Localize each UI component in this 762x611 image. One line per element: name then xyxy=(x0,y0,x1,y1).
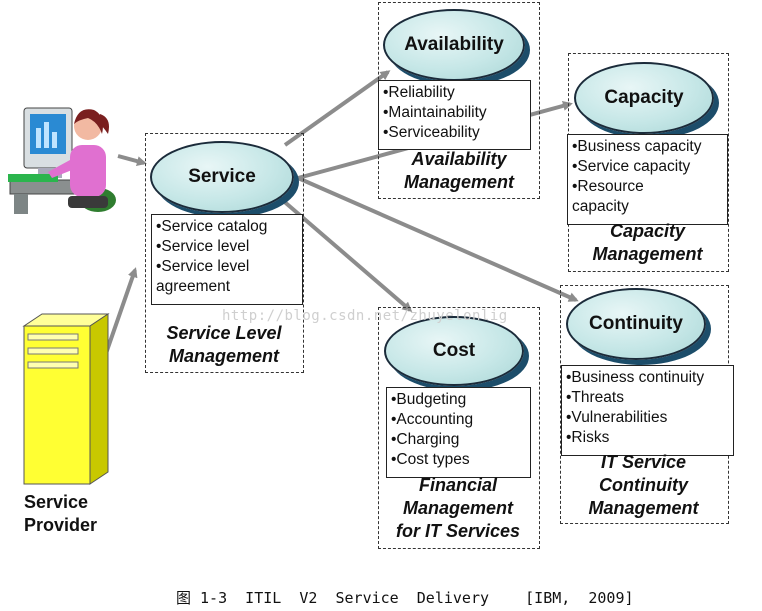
list-item: •Charging xyxy=(391,431,460,448)
list-item: •Service catalog xyxy=(156,218,268,235)
financial-management-caption: Financial Management for IT Services xyxy=(395,475,521,541)
arrow-service-to-continuity xyxy=(297,176,579,302)
list-item: •Cost types xyxy=(391,451,470,468)
continuity-ellipse-label: Continuity xyxy=(589,313,683,334)
availability-items-list: •Reliability •Maintainability •Serviceab… xyxy=(378,80,531,150)
availability-ellipse-label: Availability xyxy=(404,34,504,55)
cost-ellipse: Cost xyxy=(384,316,524,386)
capacity-management-caption: Capacity Management xyxy=(592,221,703,264)
availability-ellipse: Availability xyxy=(383,9,525,81)
sla-management-caption: Service Level Management xyxy=(166,323,282,366)
sla-management-box xyxy=(145,133,304,373)
capacity-items-list: •Business capacity •Service capacity •Re… xyxy=(567,134,728,225)
capacity-ellipse: Capacity xyxy=(574,62,714,134)
capacity-ellipse-label: Capacity xyxy=(604,87,684,108)
list-item: •Resource xyxy=(572,178,644,195)
user-at-computer-icon xyxy=(8,100,120,215)
continuity-management-caption: IT Service Continuity Management xyxy=(588,452,699,518)
list-item: •Business capacity xyxy=(572,138,702,155)
list-item: •Service level xyxy=(156,258,250,275)
service-provider-label: Service Provider xyxy=(24,492,98,535)
cost-ellipse-label: Cost xyxy=(432,340,476,361)
list-item: •Threats xyxy=(566,389,624,406)
figure-caption: 图 1-3 ITIL V2 Service Delivery [IBM, 200… xyxy=(176,589,634,607)
list-item: •Serviceability xyxy=(383,124,480,141)
service-items-list: •Service catalog •Service level •Service… xyxy=(151,214,303,305)
continuity-items-list: •Business continuity •Threats •Vulnerabi… xyxy=(561,365,734,456)
financial-management-box xyxy=(378,307,540,549)
list-item: •Maintainability xyxy=(383,104,487,121)
list-item: •Budgeting xyxy=(391,391,467,408)
list-item: •Business continuity xyxy=(566,369,705,386)
blog-watermark: http://blog.csdn.net/zhuyelonlig xyxy=(222,308,508,324)
list-item: capacity xyxy=(572,198,629,215)
list-item: •Accounting xyxy=(391,411,474,428)
service-ellipse-label: Service xyxy=(188,166,256,187)
service-ellipse: Service xyxy=(150,141,294,213)
availability-management-caption: Availability Management xyxy=(403,149,515,192)
list-item: •Reliability xyxy=(383,84,455,101)
list-item: •Service capacity xyxy=(572,158,691,175)
list-item: •Service level xyxy=(156,238,250,255)
list-item: •Vulnerabilities xyxy=(566,409,668,426)
list-item: agreement xyxy=(156,278,231,295)
server-tower-icon xyxy=(20,312,112,487)
arrow-service-to-availability xyxy=(283,70,391,147)
cost-items-list: •Budgeting •Accounting •Charging •Cost t… xyxy=(386,387,531,478)
list-item: •Risks xyxy=(566,429,610,446)
arrow-user-to-service xyxy=(117,154,147,167)
continuity-ellipse: Continuity xyxy=(566,288,706,360)
